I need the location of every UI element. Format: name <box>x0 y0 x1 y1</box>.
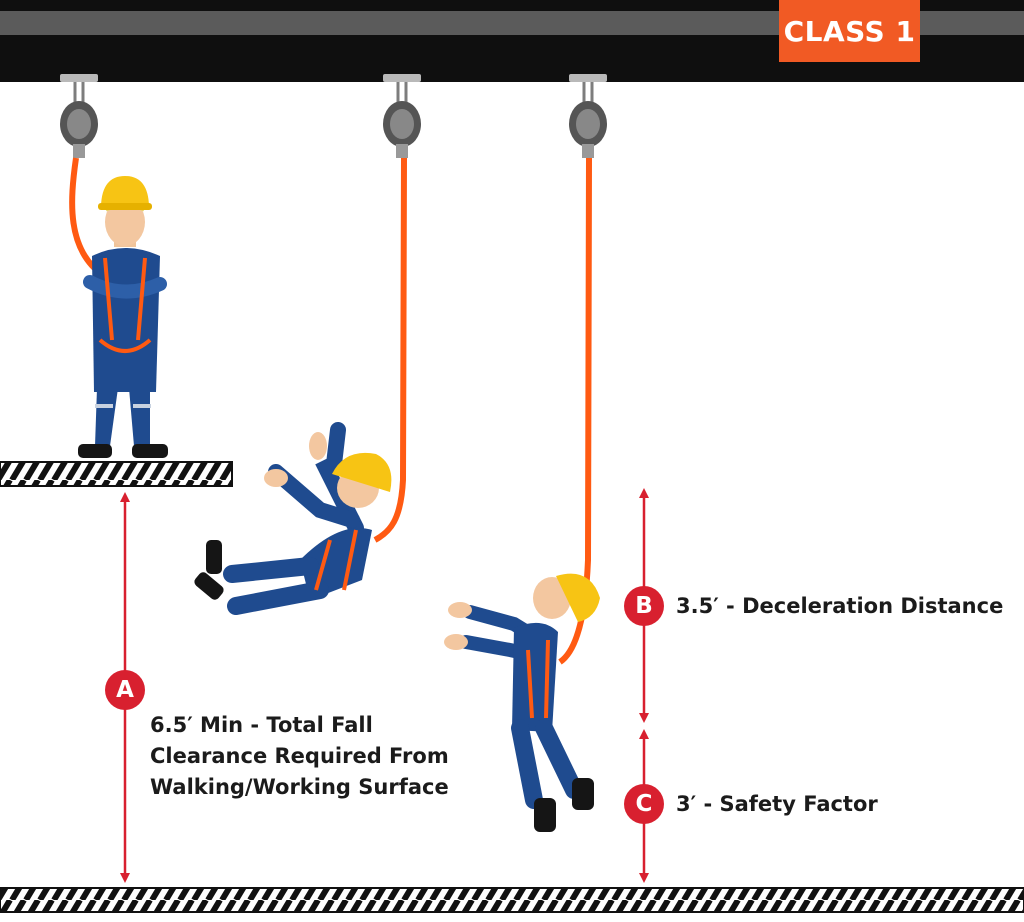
upper-walking-surface <box>0 461 233 487</box>
class-badge: CLASS 1 <box>779 0 920 62</box>
label-b: 3.5′ - Deceleration Distance <box>676 591 1003 622</box>
marker-c: C <box>624 784 664 824</box>
label-b-line-1: 3.5′ - Deceleration Distance <box>676 594 1004 618</box>
label-a: 6.5′ Min - Total Fall Clearance Required… <box>150 710 449 803</box>
self-retracting-lifeline-icon <box>60 74 98 158</box>
marker-a: A <box>105 670 145 710</box>
self-retracting-lifeline-icon <box>383 74 421 158</box>
self-retracting-lifeline-icon <box>569 74 607 158</box>
label-c-line-1: 3′ - Safety Factor <box>676 792 878 816</box>
lower-ground-surface <box>0 887 1024 913</box>
label-c: 3′ - Safety Factor <box>676 789 878 820</box>
worker-figure-falling <box>194 422 392 615</box>
label-a-line-3: Walking/Working Surface <box>150 775 449 799</box>
lanyard-falling <box>373 157 407 543</box>
worker-figure-arrested <box>444 573 600 832</box>
marker-b: B <box>624 586 664 626</box>
worker-figure-standing <box>78 176 168 458</box>
label-a-line-2: Clearance Required From <box>150 744 449 768</box>
label-a-line-1: 6.5′ Min - Total Fall <box>150 713 373 737</box>
